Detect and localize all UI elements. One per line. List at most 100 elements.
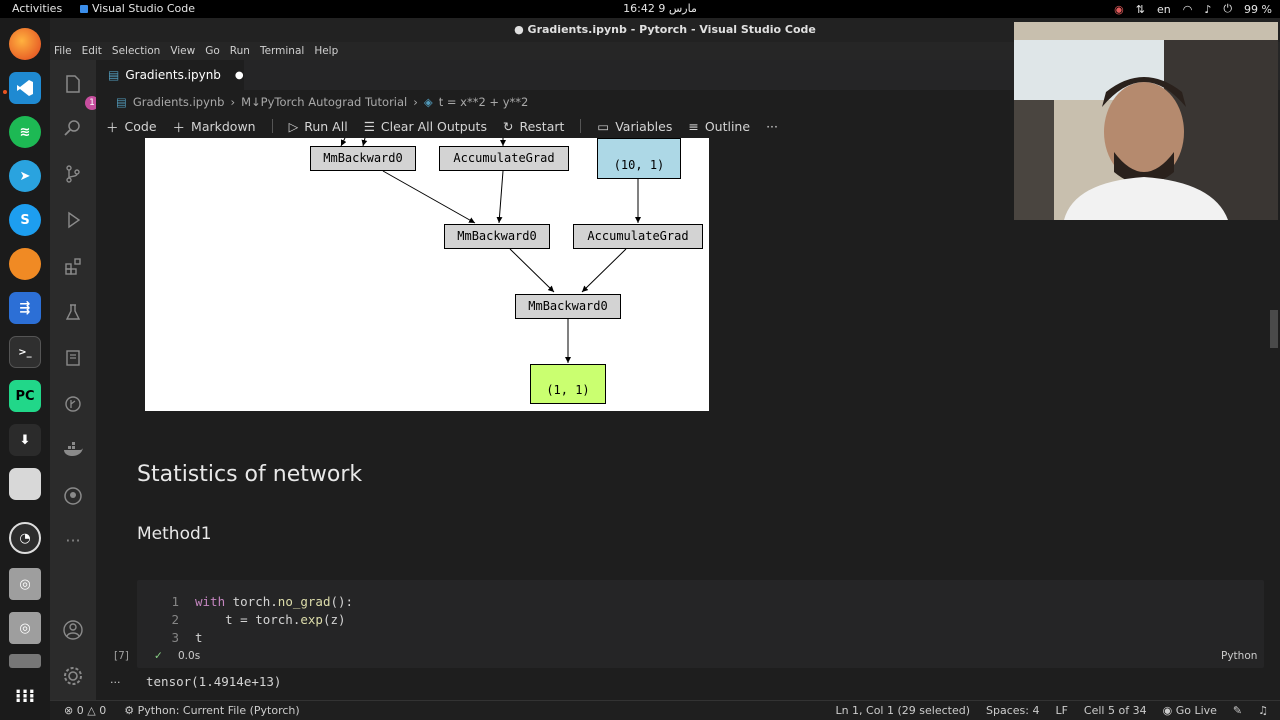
graph-node-mmbackward-3: MmBackward0 (515, 294, 621, 319)
add-code-cell-button[interactable]: ＋ Code (106, 117, 157, 136)
success-check-icon: ✓ (154, 650, 163, 662)
accounts-icon[interactable] (61, 618, 85, 642)
cursor-position[interactable]: Ln 1, Col 1 (29 selected) (835, 704, 970, 717)
add-code-label: Code (124, 118, 157, 134)
go-live-button[interactable]: ◉ Go Live (1162, 704, 1217, 717)
webcam-overlay (1014, 22, 1278, 220)
testing-icon[interactable] (61, 300, 85, 324)
pycharm-icon[interactable]: PC (9, 380, 41, 412)
explorer-icon[interactable]: 1 (61, 72, 99, 110)
settings-gear-icon[interactable] (61, 664, 85, 688)
menu-go[interactable]: Go (205, 45, 220, 57)
activity-bar: 1 ··· (50, 60, 99, 700)
run-debug-icon[interactable] (61, 208, 85, 232)
menu-file[interactable]: File (54, 45, 72, 57)
indentation[interactable]: Spaces: 4 (986, 704, 1040, 717)
graph-node-accumulategrad-2: AccumulateGrad (573, 224, 703, 249)
activities-button[interactable]: Activities (12, 2, 63, 15)
menu-terminal[interactable]: Terminal (259, 45, 305, 57)
download-icon[interactable]: ⬇ (9, 424, 41, 456)
docker-icon[interactable] (61, 438, 85, 462)
cell-status-row: [7] ✓ 0.0s Python (96, 650, 1280, 666)
notifications-bell-icon[interactable]: ♫ (1258, 704, 1268, 717)
menu-selection[interactable]: Selection (111, 45, 161, 57)
app-menu[interactable]: Visual Studio Code (80, 2, 195, 15)
menu-edit[interactable]: Edit (81, 45, 102, 57)
cell-language[interactable]: Python (1221, 650, 1258, 662)
restart-icon: ↻ (502, 118, 514, 134)
python-interpreter[interactable]: ⚙ Python: Current File (Pytorch) (124, 704, 300, 717)
variables-label: Variables (615, 118, 673, 134)
network-icon: ⇅ (1135, 2, 1145, 16)
cell-index[interactable]: Cell 5 of 34 (1083, 704, 1147, 717)
firefox-icon[interactable] (9, 28, 41, 60)
files-icon[interactable] (9, 468, 41, 500)
drive-icon[interactable] (9, 654, 41, 668)
menu-view[interactable]: View (170, 45, 196, 57)
vscode-icon[interactable] (9, 72, 41, 104)
git-graph-icon[interactable] (61, 392, 85, 416)
breadcrumb-separator: › (230, 95, 236, 109)
toolbar-divider (580, 119, 582, 133)
record-icon: ◉ (1114, 2, 1124, 16)
cell-output: tensor(1.4914e+13) (146, 674, 282, 689)
outline-button[interactable]: ≡Outline (688, 119, 750, 134)
variables-button[interactable]: ▭Variables (597, 119, 672, 134)
spotify-icon[interactable]: ≋ (9, 116, 41, 148)
graph-node-mmbackward-2: MmBackward0 (444, 224, 550, 249)
system-tray[interactable]: ◉ ⇅ en ◠ ♪ ⏻ 99 % (1114, 2, 1272, 16)
status-bar: ⊗ 0 △ 0 ⚙ Python: Current File (Pytorch)… (50, 700, 1280, 720)
github-icon[interactable] (61, 484, 85, 508)
breadcrumb-cell-icon: ◈ (423, 95, 433, 109)
clock[interactable]: مارس 9 16:42 (623, 2, 697, 15)
app-name: Visual Studio Code (92, 2, 196, 15)
notebook-icon[interactable] (61, 346, 85, 370)
telegram-icon[interactable]: ➤ (9, 160, 41, 192)
obs-icon[interactable]: ◔ (9, 522, 41, 554)
menu-help[interactable]: Help (314, 45, 339, 57)
feedback-icon[interactable]: ✎ (1232, 704, 1243, 717)
app-grid-icon[interactable]: ⁝⁝⁝ (14, 685, 36, 707)
disk-icon-1[interactable]: ◎ (9, 568, 41, 600)
battery-status: 99 % (1244, 2, 1272, 16)
terminal-icon[interactable]: >_ (9, 336, 41, 368)
orange-app-icon[interactable] (9, 248, 41, 280)
breadcrumb-cell[interactable]: t = x**2 + y**2 (438, 95, 529, 109)
run-all-button[interactable]: ▷Run All (289, 119, 348, 134)
output-toggle[interactable]: ··· (110, 676, 121, 689)
more-icon[interactable]: ··· (65, 530, 81, 550)
search-icon[interactable] (61, 116, 85, 140)
editor-scrollbar-thumb[interactable] (1270, 310, 1278, 348)
restart-button[interactable]: ↻ Restart (503, 119, 564, 134)
language-indicator[interactable]: en (1156, 2, 1171, 16)
skype-icon[interactable]: S (9, 204, 41, 236)
source-control-icon[interactable] (61, 162, 85, 186)
unsaved-indicator[interactable]: ● (234, 69, 244, 81)
toolbar-more-button[interactable]: ··· (766, 118, 778, 134)
plus-icon: ＋ (106, 119, 119, 135)
add-markdown-cell-button[interactable]: ＋Markdown (173, 117, 256, 136)
extensions-icon[interactable] (61, 254, 85, 278)
tab-gradients-notebook[interactable]: ▤ Gradients.ipynb ● (96, 60, 244, 90)
toolbar-divider (271, 119, 273, 133)
editor-area: ▤ Gradients.ipynb ● ▤ Gradients.ipynb › … (96, 60, 1280, 700)
breadcrumb-file[interactable]: Gradients.ipynb (132, 95, 225, 109)
menu-run[interactable]: Run (229, 45, 250, 57)
end-of-line[interactable]: LF (1055, 704, 1068, 717)
webcam-person-image (1014, 22, 1278, 220)
clear-outputs-button[interactable]: ☰Clear All Outputs (364, 119, 487, 134)
vscode-small-icon (80, 4, 88, 13)
breadcrumb-section[interactable]: M↓PyTorch Autograd Tutorial (241, 95, 408, 109)
restart-label: Restart (519, 118, 565, 134)
clear-icon: ☰ (363, 118, 375, 134)
graph-node-accumulategrad-1: AccumulateGrad (439, 146, 569, 171)
volume-icon: ♪ (1204, 2, 1212, 16)
problems-status[interactable]: ⊗ 0 △ 0 (64, 704, 107, 717)
deploy-icon[interactable]: ⇶ (9, 292, 41, 324)
disk-icon-2[interactable]: ◎ (9, 612, 41, 644)
code-line-2[interactable]: 2 t = torch.exp(z) (171, 612, 346, 627)
run-icon: ▷ (288, 118, 299, 134)
